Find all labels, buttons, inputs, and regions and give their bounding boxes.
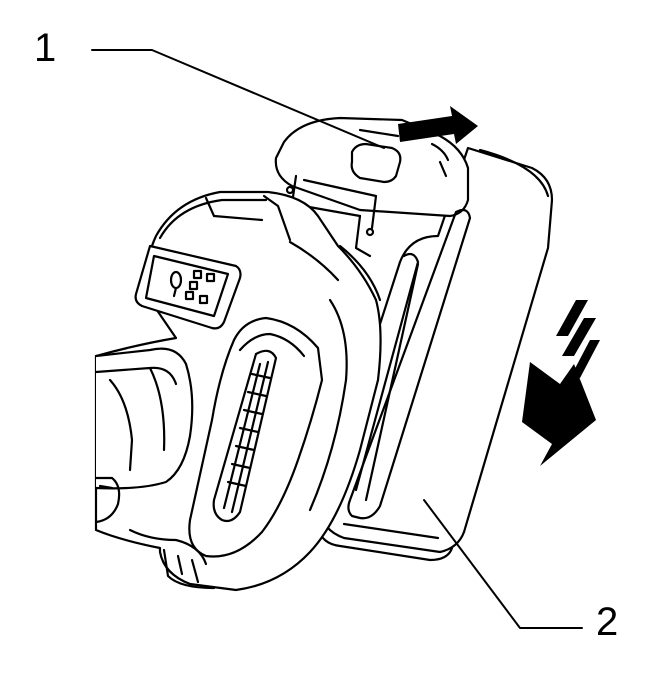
barrel-nozzle xyxy=(98,484,114,490)
callout-leaders xyxy=(91,49,583,629)
housing-ridge xyxy=(158,198,268,240)
housing-contour xyxy=(162,548,216,590)
latch-groove xyxy=(430,142,450,162)
vent-grille xyxy=(230,462,252,470)
arrow-down-icon xyxy=(522,300,600,466)
charge-indicator-icon xyxy=(134,244,242,330)
housing-contour xyxy=(338,244,382,302)
arrow-down-motion-line xyxy=(570,340,600,378)
battery-front-face xyxy=(347,208,472,520)
battery-latch-button xyxy=(350,142,402,184)
indicator-led xyxy=(184,290,195,301)
battery-rail xyxy=(354,214,372,258)
vent-grille xyxy=(242,408,264,416)
battery-bottom-edge xyxy=(342,522,440,540)
leader-line-2 xyxy=(423,499,583,629)
vent-grille xyxy=(246,390,268,398)
latch-groove xyxy=(438,160,448,178)
indicator-led xyxy=(188,280,199,291)
indicator-frame xyxy=(134,244,242,330)
arrow-right-icon xyxy=(398,106,478,144)
arrow-down-head xyxy=(522,362,596,466)
vent-slot-inner xyxy=(230,360,270,514)
battery-face-panel xyxy=(354,252,420,492)
vent-slot-inner xyxy=(222,362,262,510)
vent-grille xyxy=(238,426,260,434)
indicator-led xyxy=(205,272,216,283)
rail-rivet xyxy=(285,185,295,195)
grip-panel-inner xyxy=(238,332,306,358)
callout-label-1: 1 xyxy=(34,26,57,70)
housing-contour xyxy=(308,378,348,512)
battery-face-panel xyxy=(364,262,420,502)
housing-ridge xyxy=(262,194,292,242)
barrel-rim xyxy=(108,378,134,472)
latch-groove xyxy=(358,128,400,138)
housing-ridge xyxy=(204,196,264,222)
housing-contour xyxy=(328,298,348,382)
housing-ridge xyxy=(288,240,340,282)
battery-rail xyxy=(302,178,378,230)
arrow-down-motion-line xyxy=(556,300,588,336)
vent-grille xyxy=(250,372,272,380)
callout-label-2: 2 xyxy=(596,600,619,644)
leader-line-1 xyxy=(91,49,385,149)
barrel-nozzle xyxy=(94,476,121,524)
indicator-led xyxy=(198,294,209,305)
rail-rivet xyxy=(365,227,375,237)
housing-contour xyxy=(190,558,200,584)
vent-grille xyxy=(234,444,256,452)
indicator-button-stem xyxy=(172,286,178,298)
arrow-down-motion-line xyxy=(562,318,596,356)
motor-barrel xyxy=(94,347,194,490)
housing-contour xyxy=(176,554,184,576)
barrel-rim xyxy=(148,366,166,452)
vent-grille xyxy=(226,480,248,488)
indicator-led xyxy=(192,269,203,280)
battery-pack xyxy=(274,116,554,562)
power-tool-body xyxy=(94,190,382,592)
housing-contour xyxy=(128,528,208,566)
battery-outer-body xyxy=(318,146,554,554)
battery-shell-edge xyxy=(478,148,550,198)
indicator-inner xyxy=(144,254,230,318)
